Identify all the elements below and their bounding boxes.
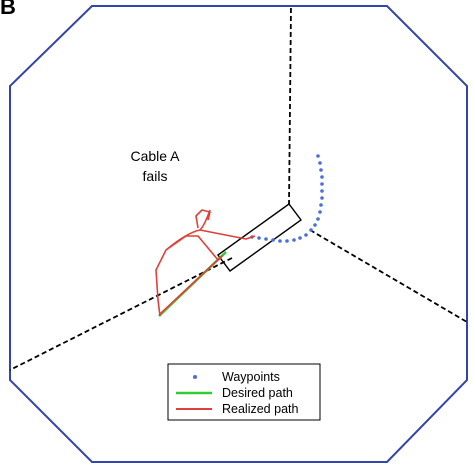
waypoints-series — [250, 154, 324, 243]
legend-waypoints-marker — [193, 375, 197, 379]
annotation-line-2: fails — [143, 168, 168, 184]
legend-label-desired-path: Desired path — [222, 386, 293, 400]
legend-item-realized-path: Realized path — [176, 402, 298, 416]
cable-line-right — [309, 229, 468, 323]
panel-label: B — [0, 0, 16, 19]
realized-path-line — [155, 209, 256, 317]
legend-item-waypoints: Waypoints — [193, 370, 280, 384]
cable-line-top — [288, 5, 292, 206]
legend-label-waypoints: Waypoints — [222, 370, 280, 384]
annotation-line-1: Cable A — [130, 148, 180, 164]
cable-line-left — [9, 257, 233, 371]
legend: Waypoints Desired path Realized path — [167, 363, 321, 421]
legend-item-desired-path: Desired path — [176, 386, 293, 400]
platform-rectangle — [217, 203, 302, 272]
legend-label-realized-path: Realized path — [222, 402, 298, 416]
workspace-boundary — [9, 5, 468, 463]
